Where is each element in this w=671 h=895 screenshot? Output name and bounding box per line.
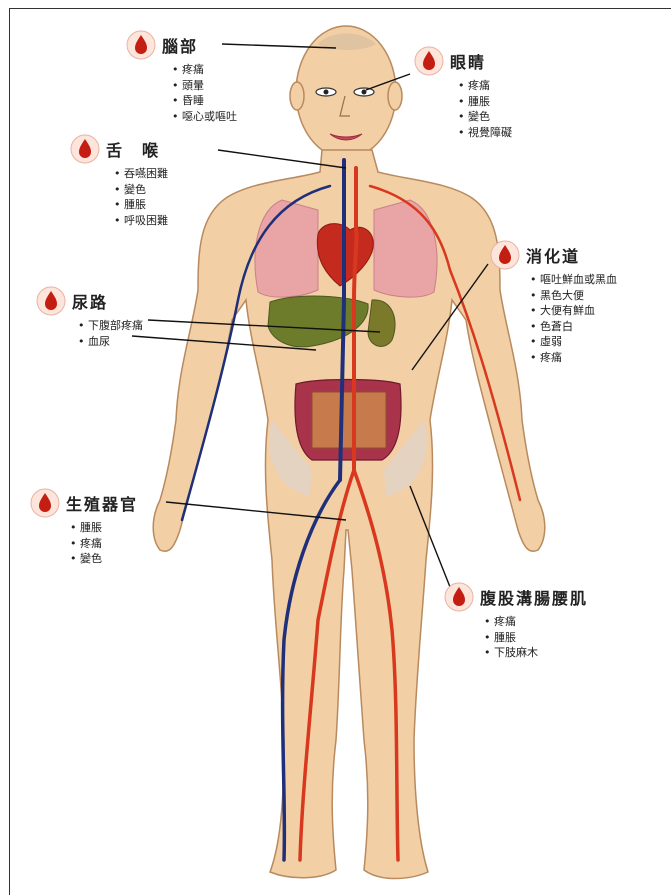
symptom-item: 吞嚥困難 (114, 166, 168, 182)
symptom-item: 腫脹 (458, 94, 512, 110)
symptom-item: 血尿 (78, 334, 143, 350)
symptom-item: 疼痛 (484, 614, 588, 630)
small-intestine (312, 392, 386, 448)
blood-drop-icon (36, 286, 66, 316)
callout-title: 腦部 (162, 33, 198, 57)
symptom-list: 吞嚥困難 變色 腫脹 呼吸困難 (114, 166, 168, 228)
symptom-item: 嘔吐鮮血或黑血 (530, 272, 617, 288)
symptom-item: 虛弱 (530, 334, 617, 350)
left-ear (290, 82, 304, 110)
symptom-list: 腫脹 疼痛 變色 (70, 520, 138, 567)
symptom-item: 疼痛 (172, 62, 237, 78)
callout-title: 生殖器官 (66, 491, 138, 515)
symptom-item: 變色 (458, 109, 512, 125)
symptom-item: 腫脹 (114, 197, 168, 213)
blood-drop-icon (444, 582, 474, 612)
blood-drop-icon (70, 134, 100, 164)
symptom-item: 下肢麻木 (484, 645, 588, 661)
callout-eyes: 眼睛 疼痛 腫脹 變色 視覺障礙 (414, 46, 512, 140)
symptom-item: 下腹部疼痛 (78, 318, 143, 334)
symptom-item: 黑色大便 (530, 288, 617, 304)
symptom-item: 頭暈 (172, 78, 237, 94)
symptom-list: 疼痛 腫脹 下肢麻木 (484, 614, 588, 661)
callout-title: 消化道 (526, 243, 580, 267)
symptom-item: 疼痛 (530, 350, 617, 366)
callout-urinary: 尿路 下腹部疼痛 血尿 (36, 286, 143, 349)
right-ear (388, 82, 402, 110)
blood-drop-icon (30, 488, 60, 518)
symptom-item: 呼吸困難 (114, 213, 168, 229)
callout-title: 眼睛 (450, 49, 486, 73)
callout-title: 尿路 (72, 289, 108, 313)
callout-digestive: 消化道 嘔吐鮮血或黑血 黑色大便 大便有鮮血 色蒼白 虛弱 疼痛 (490, 240, 617, 365)
callout-brain: 腦部 疼痛 頭暈 昏睡 噁心或嘔吐 (126, 30, 237, 124)
symptom-item: 疼痛 (458, 78, 512, 94)
symptom-item: 變色 (114, 182, 168, 198)
symptom-list: 下腹部疼痛 血尿 (78, 318, 143, 349)
symptom-item: 噁心或嘔吐 (172, 109, 237, 125)
blood-drop-icon (414, 46, 444, 76)
symptom-item: 視覺障礙 (458, 125, 512, 141)
callout-reproductive: 生殖器官 腫脹 疼痛 變色 (30, 488, 138, 567)
blood-drop-icon (490, 240, 520, 270)
symptom-list: 嘔吐鮮血或黑血 黑色大便 大便有鮮血 色蒼白 虛弱 疼痛 (530, 272, 617, 365)
symptom-list: 疼痛 腫脹 變色 視覺障礙 (458, 78, 512, 140)
symptom-item: 腫脹 (70, 520, 138, 536)
callout-groin: 腹股溝腸腰肌 疼痛 腫脹 下肢麻木 (444, 582, 588, 661)
symptom-item: 色蒼白 (530, 319, 617, 335)
callout-throat: 舌 喉 吞嚥困難 變色 腫脹 呼吸困難 (70, 134, 168, 228)
symptom-item: 昏睡 (172, 93, 237, 109)
symptom-list: 疼痛 頭暈 昏睡 噁心或嘔吐 (172, 62, 237, 124)
symptom-item: 變色 (70, 551, 138, 567)
blood-drop-icon (126, 30, 156, 60)
symptom-item: 疼痛 (70, 536, 138, 552)
symptom-item: 大便有鮮血 (530, 303, 617, 319)
symptom-item: 腫脹 (484, 630, 588, 646)
callout-title: 舌 喉 (106, 137, 160, 161)
callout-title: 腹股溝腸腰肌 (480, 585, 588, 609)
